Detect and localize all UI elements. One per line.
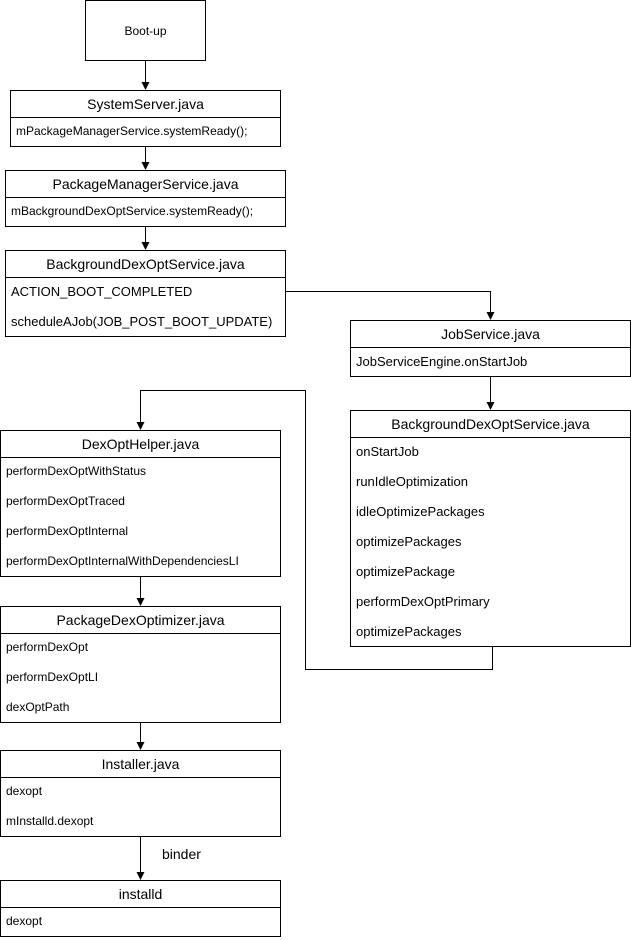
dexopt-helper-title: DexOptHelper.java [1,431,280,458]
bdos2-row: optimizePackage [356,564,455,579]
system-server-box: SystemServer.java mPackageManagerService… [10,90,281,147]
package-dex-optimizer-row: performDexOpt [6,640,89,654]
background-dexopt-service-title-1: BackgroundDexOptService.java [6,251,285,278]
dexopt-helper-row: performDexOptWithStatus [6,464,147,478]
dexopt-helper-row: performDexOptInternal [6,524,129,538]
binder-label: binder [162,846,201,862]
dexopt-helper-box: DexOptHelper.java performDexOptWithStatu… [0,430,281,577]
background-dexopt-service-box-1: BackgroundDexOptService.java ACTION_BOOT… [5,250,286,337]
installer-row: dexopt [6,784,43,798]
installer-title: Installer.java [1,751,280,778]
installer-box: Installer.java dexopt mInstalld.dexopt [0,750,281,837]
job-service-title: JobService.java [351,321,630,348]
package-dex-optimizer-box: PackageDexOptimizer.java performDexOpt p… [0,606,281,723]
bdos2-row: optimizePackages [356,624,462,639]
system-server-row: mPackageManagerService.systemReady(); [16,124,248,138]
system-server-title: SystemServer.java [11,91,280,118]
dexopt-helper-row: performDexOptTraced [6,494,125,508]
bdos2-row: idleOptimizePackages [356,504,485,519]
package-manager-service-title: PackageManagerService.java [6,171,285,198]
job-service-row: JobServiceEngine.onStartJob [356,354,528,369]
bdos2-row: runIdleOptimization [356,474,468,489]
job-service-box: JobService.java JobServiceEngine.onStart… [350,320,631,377]
package-dex-optimizer-title: PackageDexOptimizer.java [1,607,280,634]
bdos2-row: optimizePackages [356,534,462,549]
installer-row: mInstalld.dexopt [6,814,94,828]
dexopt-helper-row: performDexOptInternalWithDependenciesLI [6,554,239,568]
installd-row: dexopt [6,914,43,928]
bdos2-row: onStartJob [356,444,419,459]
schedule-job-row: scheduleAJob(JOB_POST_BOOT_UPDATE) [11,314,273,329]
installd-box: installd dexopt [0,880,281,937]
boot-completed-row: ACTION_BOOT_COMPLETED [11,284,193,299]
background-dexopt-service-title-2: BackgroundDexOptService.java [351,411,630,438]
package-manager-service-box: PackageManagerService.java mBackgroundDe… [5,170,286,227]
installd-title: installd [1,881,280,908]
package-manager-service-row: mBackgroundDexOptService.systemReady(); [11,204,254,218]
package-dex-optimizer-row: dexOptPath [6,700,70,714]
boot-up-node: Boot-up [85,0,206,61]
bdos2-row: performDexOptPrimary [356,594,490,609]
package-dex-optimizer-row: performDexOptLI [6,670,99,684]
background-dexopt-service-box-2: BackgroundDexOptService.java onStartJob … [350,410,631,647]
arrow-bdos1-to-jobservice [286,291,495,320]
boot-up-label: Boot-up [124,23,167,38]
